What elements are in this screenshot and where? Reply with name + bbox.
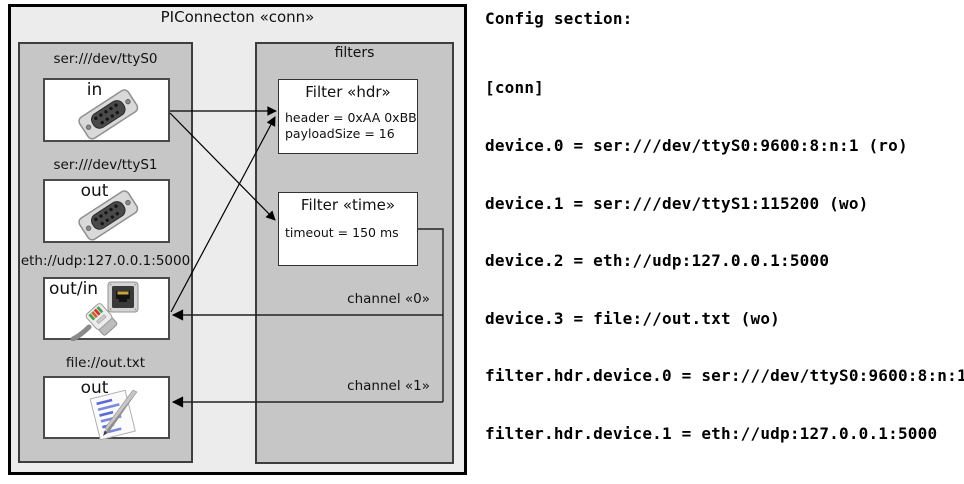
- device-box-ttyS0: in: [43, 78, 170, 142]
- channel-0-label: channel «0»: [347, 291, 430, 307]
- ethernet-plug-icon: [70, 303, 118, 341]
- device-url-file: file://out.txt: [65, 355, 146, 371]
- config-line: filter.hdr.device.0 = ser:///dev/ttyS0:9…: [485, 366, 964, 386]
- device-url-ttyS1: ser:///dev/ttyS1: [53, 157, 158, 173]
- filter-title: Filter «hdr»: [305, 83, 391, 101]
- channel-1-label: channel «1»: [347, 378, 430, 394]
- ethernet-port-icon: [107, 281, 139, 313]
- serial-connector-icon: [78, 89, 139, 140]
- device-io-label: in: [86, 80, 103, 100]
- filter-prop: timeout = 150 ms: [285, 225, 399, 240]
- device-url-eth: eth://udp:127.0.0.1:5000: [20, 253, 191, 269]
- device-io-label: out: [80, 181, 109, 201]
- device-box-ttyS1: out: [43, 179, 170, 243]
- config-line: device.3 = file://out.txt (wo): [485, 308, 780, 328]
- config-line: device.2 = eth://udp:127.0.0.1:5000: [485, 251, 830, 271]
- filter-prop: header = 0xAA 0xBB: [285, 110, 417, 125]
- filter-box-time: Filter «time» timeout = 150 ms: [278, 192, 418, 266]
- serial-connector-icon: [78, 190, 139, 241]
- device-box-eth: out/in: [43, 277, 170, 341]
- devices-panel: ser:///dev/ttyS0 in ser:///dev/ttyS1: [18, 42, 193, 463]
- diagram-title: PIConnecton «conn»: [160, 8, 315, 26]
- device-box-file: out: [43, 376, 170, 440]
- config-line: device.1 = ser:///dev/ttyS1:115200 (wo): [485, 193, 869, 213]
- device-url-ttyS0: ser:///dev/ttyS0: [53, 51, 158, 67]
- device-io-label: out: [80, 378, 109, 398]
- filters-panel-title: filters: [334, 45, 375, 61]
- config-line: filter.hdr.device.1 = eth://udp:127.0.0.…: [485, 424, 938, 444]
- file-notes-icon: [89, 390, 138, 440]
- filter-title: Filter «time»: [300, 196, 396, 214]
- config-line: device.0 = ser:///dev/ttyS0:9600:8:n:1 (…: [485, 136, 908, 156]
- config-section: [conn] device.0 = ser:///dev/ttyS0:9600:…: [485, 40, 964, 484]
- device-io-label: out/in: [49, 279, 99, 299]
- filter-prop: payloadSize = 16: [285, 125, 395, 141]
- config-section-title: Config section:: [485, 9, 633, 28]
- config-line: [conn]: [485, 78, 544, 98]
- config-line: filter.hdr.splitMode = header: [485, 482, 964, 484]
- filter-box-hdr: Filter «hdr» header = 0xAA 0xBB payloadS…: [278, 79, 418, 154]
- filters-panel: filters Filter «hdr» header = 0xAA 0xBB …: [255, 42, 454, 464]
